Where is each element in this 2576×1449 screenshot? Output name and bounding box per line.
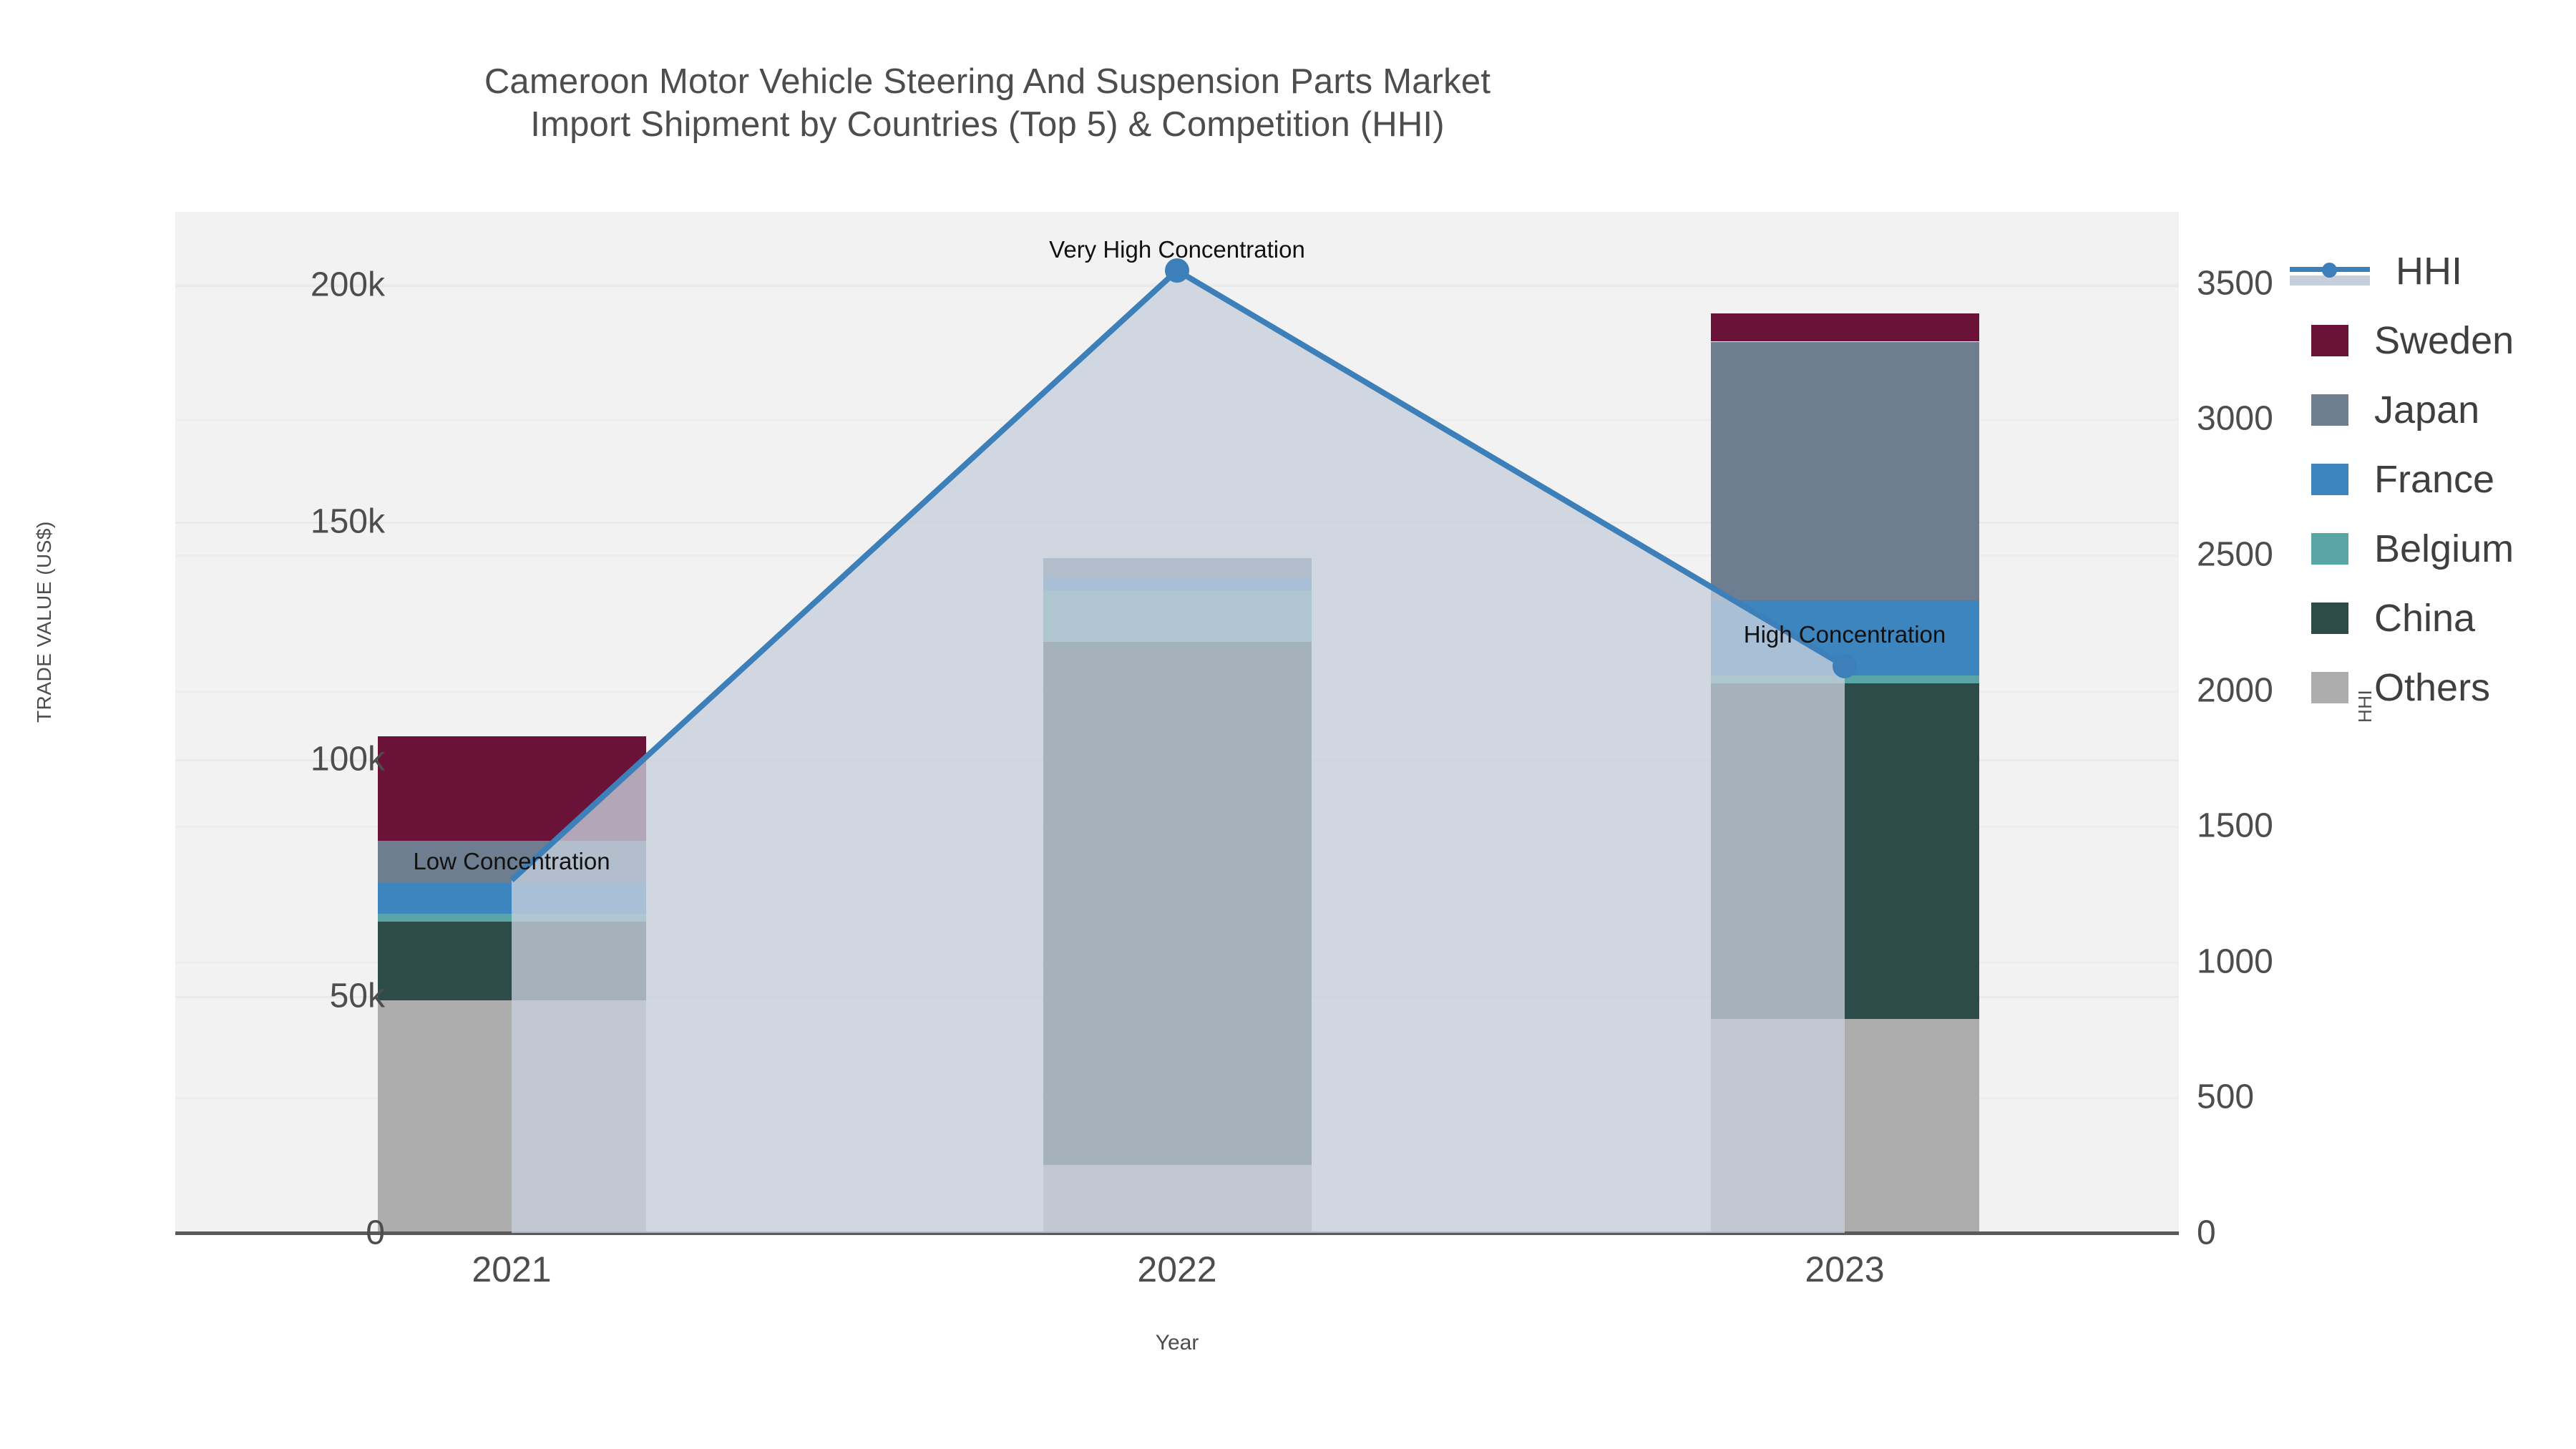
y-tick-left-200k: 200k	[310, 265, 385, 304]
bar-segment-china-2021	[377, 922, 646, 1001]
y-tick-left-0: 0	[366, 1214, 385, 1252]
y-tick-right-500: 500	[2197, 1078, 2255, 1116]
legend-swatch-icon	[2311, 324, 2348, 356]
legend-label: China	[2374, 596, 2476, 640]
x-axis-baseline	[175, 1231, 2179, 1235]
bar-segment-china-2023	[1710, 683, 1979, 1019]
y-tick-right-3000: 3000	[2197, 399, 2273, 438]
bar-segment-belgium-2022	[1043, 590, 1312, 642]
y-tick-left-150k: 150k	[310, 502, 385, 541]
legend-swatch-icon	[2311, 671, 2348, 703]
y-tick-right-1000: 1000	[2197, 942, 2273, 981]
legend-label: Sweden	[2374, 318, 2514, 362]
legend-swatch-icon	[2311, 394, 2348, 426]
bar-segment-belgium-2023	[1710, 675, 1979, 684]
annotation-2022: Very High Concentration	[1049, 236, 1305, 263]
legend-item-belgium[interactable]: Belgium	[2290, 514, 2514, 583]
x-tick-2022: 2022	[1137, 1249, 1217, 1289]
y-tick-right-0: 0	[2197, 1214, 2216, 1252]
legend-label: HHI	[2396, 249, 2462, 293]
bar-segment-others-2021	[377, 1000, 646, 1233]
bar-segment-france-2021	[377, 883, 646, 914]
y-tick-left-100k: 100k	[310, 740, 385, 778]
bar-segment-sweden-2021	[377, 736, 646, 841]
legend-item-japan[interactable]: Japan	[2290, 375, 2514, 444]
y-axis-left-title: TRADE VALUE (US$)	[33, 521, 55, 723]
legend-line-marker-icon	[2290, 255, 2370, 287]
legend-label: France	[2374, 457, 2495, 501]
chart-title: Cameroon Motor Vehicle Steering And Susp…	[0, 61, 1975, 147]
legend-swatch-icon	[2311, 463, 2348, 495]
bar-segment-belgium-2021	[377, 914, 646, 922]
bar-segment-sweden-2023	[1710, 313, 1979, 342]
bar-segment-others-2022	[1043, 1165, 1312, 1233]
plot-area	[175, 212, 2179, 1235]
x-tick-2023: 2023	[1805, 1249, 1885, 1289]
legend-item-hhi[interactable]: HHI	[2290, 236, 2514, 306]
bar-segment-france-2022	[1043, 577, 1312, 590]
y-tick-right-3500: 3500	[2197, 264, 2273, 303]
legend-swatch-icon	[2311, 602, 2348, 634]
legend-item-sweden[interactable]: Sweden	[2290, 306, 2514, 375]
chart-title-line-1: Cameroon Motor Vehicle Steering And Susp…	[484, 62, 1491, 101]
legend-swatch-icon	[2311, 532, 2348, 565]
y-tick-right-1500: 1500	[2197, 806, 2273, 845]
y-tick-left-50k: 50k	[329, 977, 385, 1015]
annotation-2023: High Concentration	[1743, 621, 1946, 648]
legend-item-others[interactable]: Others	[2290, 653, 2514, 722]
bar-segment-china-2022	[1043, 641, 1312, 1166]
legend-item-france[interactable]: France	[2290, 444, 2514, 514]
y-tick-right-2500: 2500	[2197, 535, 2273, 574]
legend-label: Others	[2374, 665, 2491, 709]
x-tick-2021: 2021	[472, 1249, 552, 1289]
y-tick-right-2000: 2000	[2197, 671, 2273, 710]
annotation-2021: Low Concentration	[413, 848, 610, 874]
legend-item-china[interactable]: China	[2290, 583, 2514, 653]
gridline-secondary	[175, 283, 2179, 286]
legend-label: Japan	[2374, 388, 2480, 431]
bar-segment-others-2023	[1710, 1018, 1979, 1233]
chart-title-line-2: Import Shipment by Countries (Top 5) & C…	[530, 104, 1445, 144]
bar-segment-japan-2023	[1710, 341, 1979, 601]
x-axis-title: Year	[1155, 1331, 1199, 1355]
bar-segment-japan-2022	[1043, 558, 1312, 577]
legend-label: Belgium	[2374, 527, 2514, 570]
